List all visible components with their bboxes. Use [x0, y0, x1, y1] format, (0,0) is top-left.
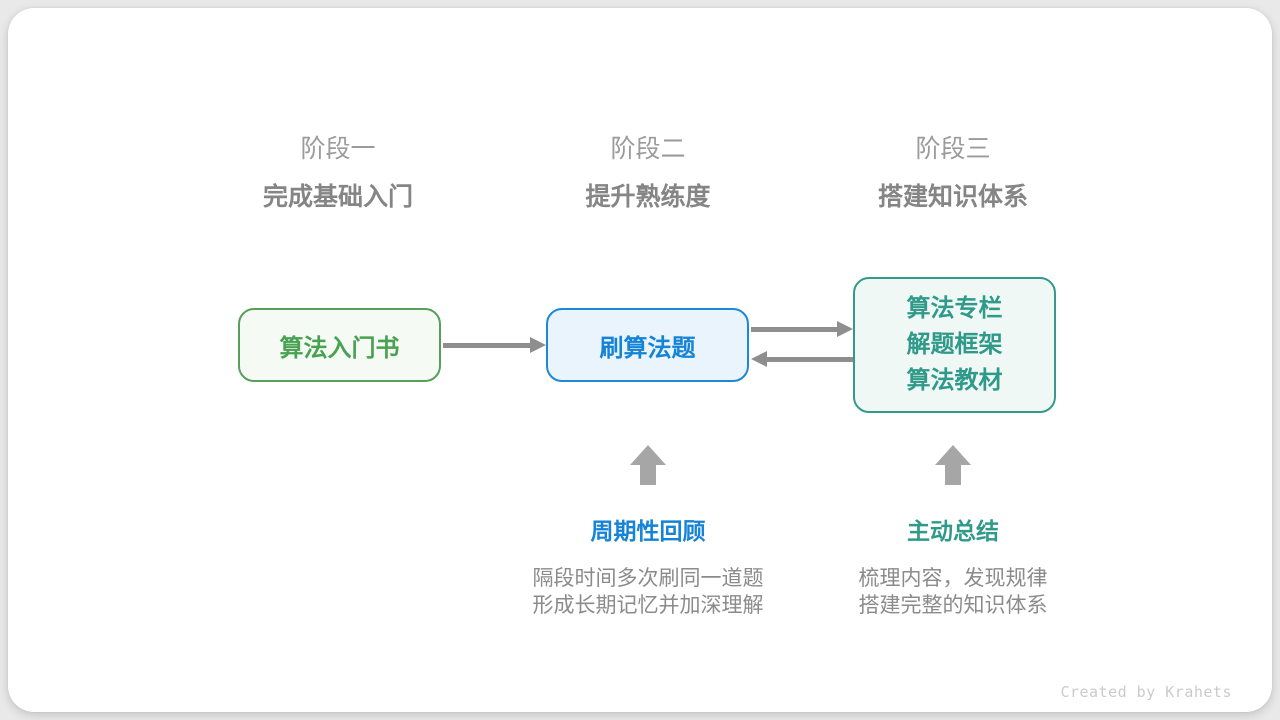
- stage3-subtitle: 搭建知识体系: [877, 183, 1028, 211]
- stage1-label: 阶段一: [300, 135, 376, 163]
- annotation-periodic-review: 周期性回顾 隔段时间多次刷同一道题 形成长期记忆并加深理解: [488, 518, 808, 619]
- node-resource-line-3: 算法教材: [906, 367, 1003, 394]
- annotation-periodic-review-desc: 隔段时间多次刷同一道题 形成长期记忆并加深理解: [488, 565, 808, 619]
- node-practice-problems-label: 刷算法题: [599, 334, 696, 362]
- desc-line: 隔段时间多次刷同一道题: [532, 567, 764, 590]
- up-arrow-icon: [935, 445, 971, 485]
- node-resource-line-1: 算法专栏: [906, 295, 1003, 322]
- stage2-label: 阶段二: [610, 135, 686, 163]
- node-resource-line-2: 解题框架: [906, 331, 1003, 358]
- diagram-card: 阶段一 完成基础入门 阶段二 提升熟练度 阶段三 搭建知识体系 算法入门书 刷算…: [8, 8, 1272, 712]
- node-knowledge-resources: 算法专栏 解题框架 算法教材: [853, 277, 1056, 413]
- desc-line: 搭建完整的知识体系: [858, 594, 1048, 617]
- annotation-periodic-review-title: 周期性回顾: [590, 518, 706, 544]
- node-intro-book-label: 算法入门书: [279, 334, 400, 362]
- node-practice-problems: 刷算法题: [546, 308, 749, 382]
- desc-line: 梳理内容，发现规律: [858, 567, 1048, 590]
- flow-arrow-left-icon: [751, 351, 853, 367]
- flow-arrow-right-icon: [443, 337, 546, 353]
- credit-text: Created by Krahets: [1060, 683, 1232, 701]
- stage2-header: 阶段二 提升熟练度: [518, 135, 778, 211]
- stage1-header: 阶段一 完成基础入门: [208, 135, 468, 211]
- up-arrow-icon: [630, 445, 666, 485]
- annotation-active-summary-title: 主动总结: [907, 518, 999, 544]
- node-intro-book: 算法入门书: [238, 308, 441, 382]
- stage3-label: 阶段三: [915, 135, 991, 163]
- stage1-subtitle: 完成基础入门: [262, 183, 413, 211]
- flow-arrow-right-icon: [751, 321, 853, 337]
- stage2-subtitle: 提升熟练度: [585, 183, 711, 211]
- desc-line: 形成长期记忆并加深理解: [532, 594, 764, 617]
- stage3-header: 阶段三 搭建知识体系: [823, 135, 1083, 211]
- annotation-active-summary-desc: 梳理内容，发现规律 搭建完整的知识体系: [793, 565, 1113, 619]
- annotation-active-summary: 主动总结 梳理内容，发现规律 搭建完整的知识体系: [793, 518, 1113, 619]
